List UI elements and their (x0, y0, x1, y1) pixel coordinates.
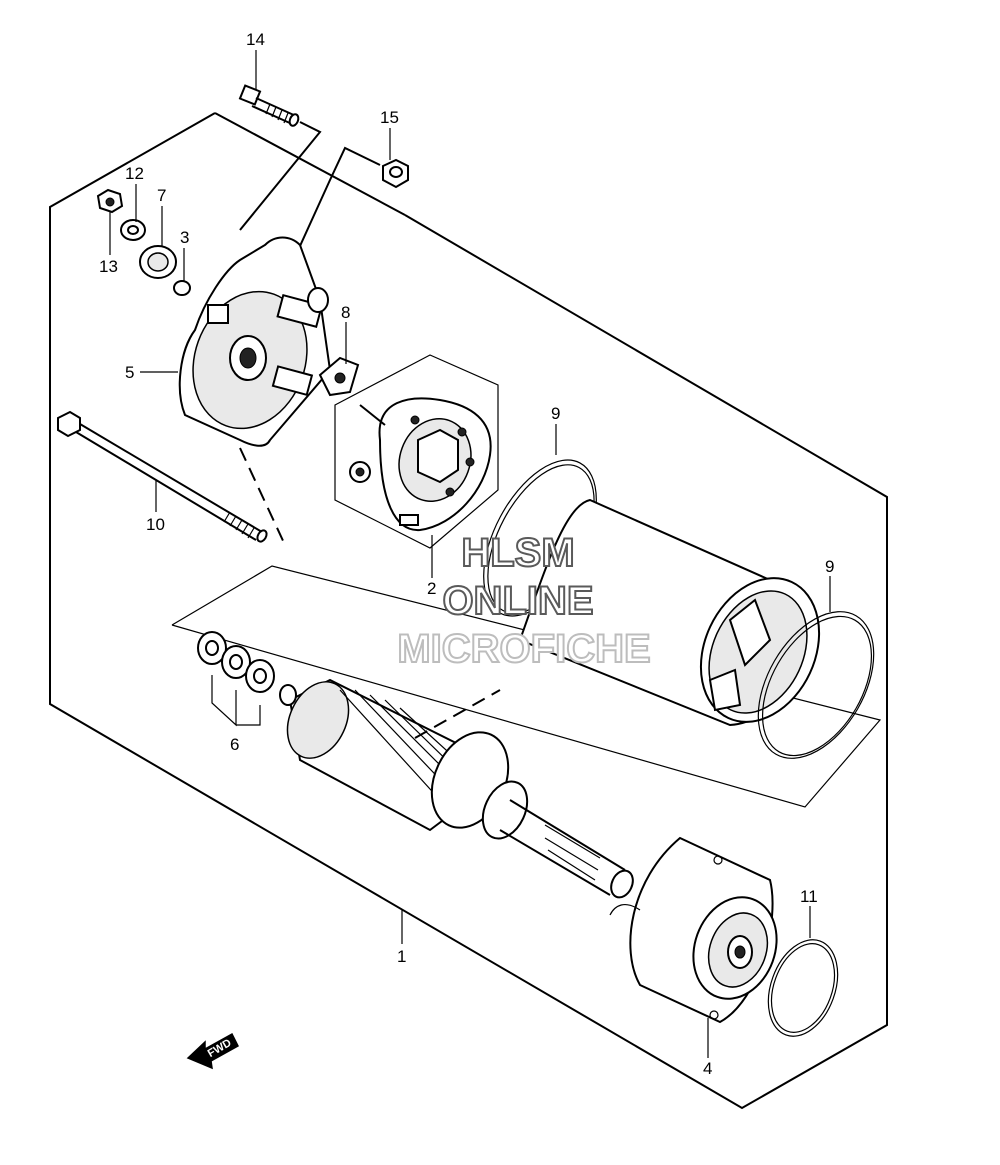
callout-13: 13 (99, 257, 118, 276)
washer-12 (120, 219, 146, 241)
callout-9-lower: 9 (825, 557, 834, 576)
nut-13 (96, 188, 124, 214)
callout-numbers: 14 15 12 7 3 13 8 5 9 10 2 9 6 1 11 4 (99, 30, 834, 1078)
callout-3: 3 (180, 228, 189, 247)
rear-housing-5 (178, 236, 332, 546)
armature (279, 678, 634, 899)
callout-8: 8 (341, 303, 350, 322)
leader-lines (109, 50, 831, 1058)
brush-holder-2 (349, 397, 492, 532)
plate-8 (318, 356, 360, 397)
callout-1: 1 (397, 947, 406, 966)
callout-2: 2 (427, 579, 436, 598)
fwd-arrow-icon: FWD (186, 1032, 239, 1070)
brush-holder-frame (334, 354, 499, 549)
o-ring-9-lower (757, 611, 875, 759)
callout-15: 15 (380, 108, 399, 127)
o-ring-3 (173, 280, 191, 296)
callout-11: 11 (800, 887, 818, 906)
yoke-stator (518, 498, 821, 727)
callout-7: 7 (157, 186, 166, 205)
oil-seal-7 (139, 245, 177, 279)
washers-6 (197, 631, 275, 727)
callout-4: 4 (703, 1059, 712, 1078)
nut-15 (289, 146, 409, 269)
o-ring-11 (767, 939, 839, 1037)
callout-6: 6 (230, 735, 239, 754)
callout-14: 14 (246, 30, 265, 49)
through-bolt-10 (57, 410, 268, 543)
front-cover-4 (609, 836, 778, 1024)
watermark-line1: HLSM (461, 531, 574, 575)
callout-10: 10 (146, 515, 165, 534)
callout-9-upper: 9 (551, 404, 560, 423)
watermark-line3: MICROFICHE (397, 627, 650, 671)
callout-5: 5 (125, 363, 134, 382)
assembly-frame (49, 112, 888, 1110)
watermark: HLSM ONLINE MICROFICHE (396, 530, 651, 672)
watermark-line2: ONLINE (442, 579, 593, 623)
callout-12: 12 (125, 164, 144, 183)
armature-group-frame (171, 565, 882, 808)
bolt-14 (238, 84, 322, 231)
